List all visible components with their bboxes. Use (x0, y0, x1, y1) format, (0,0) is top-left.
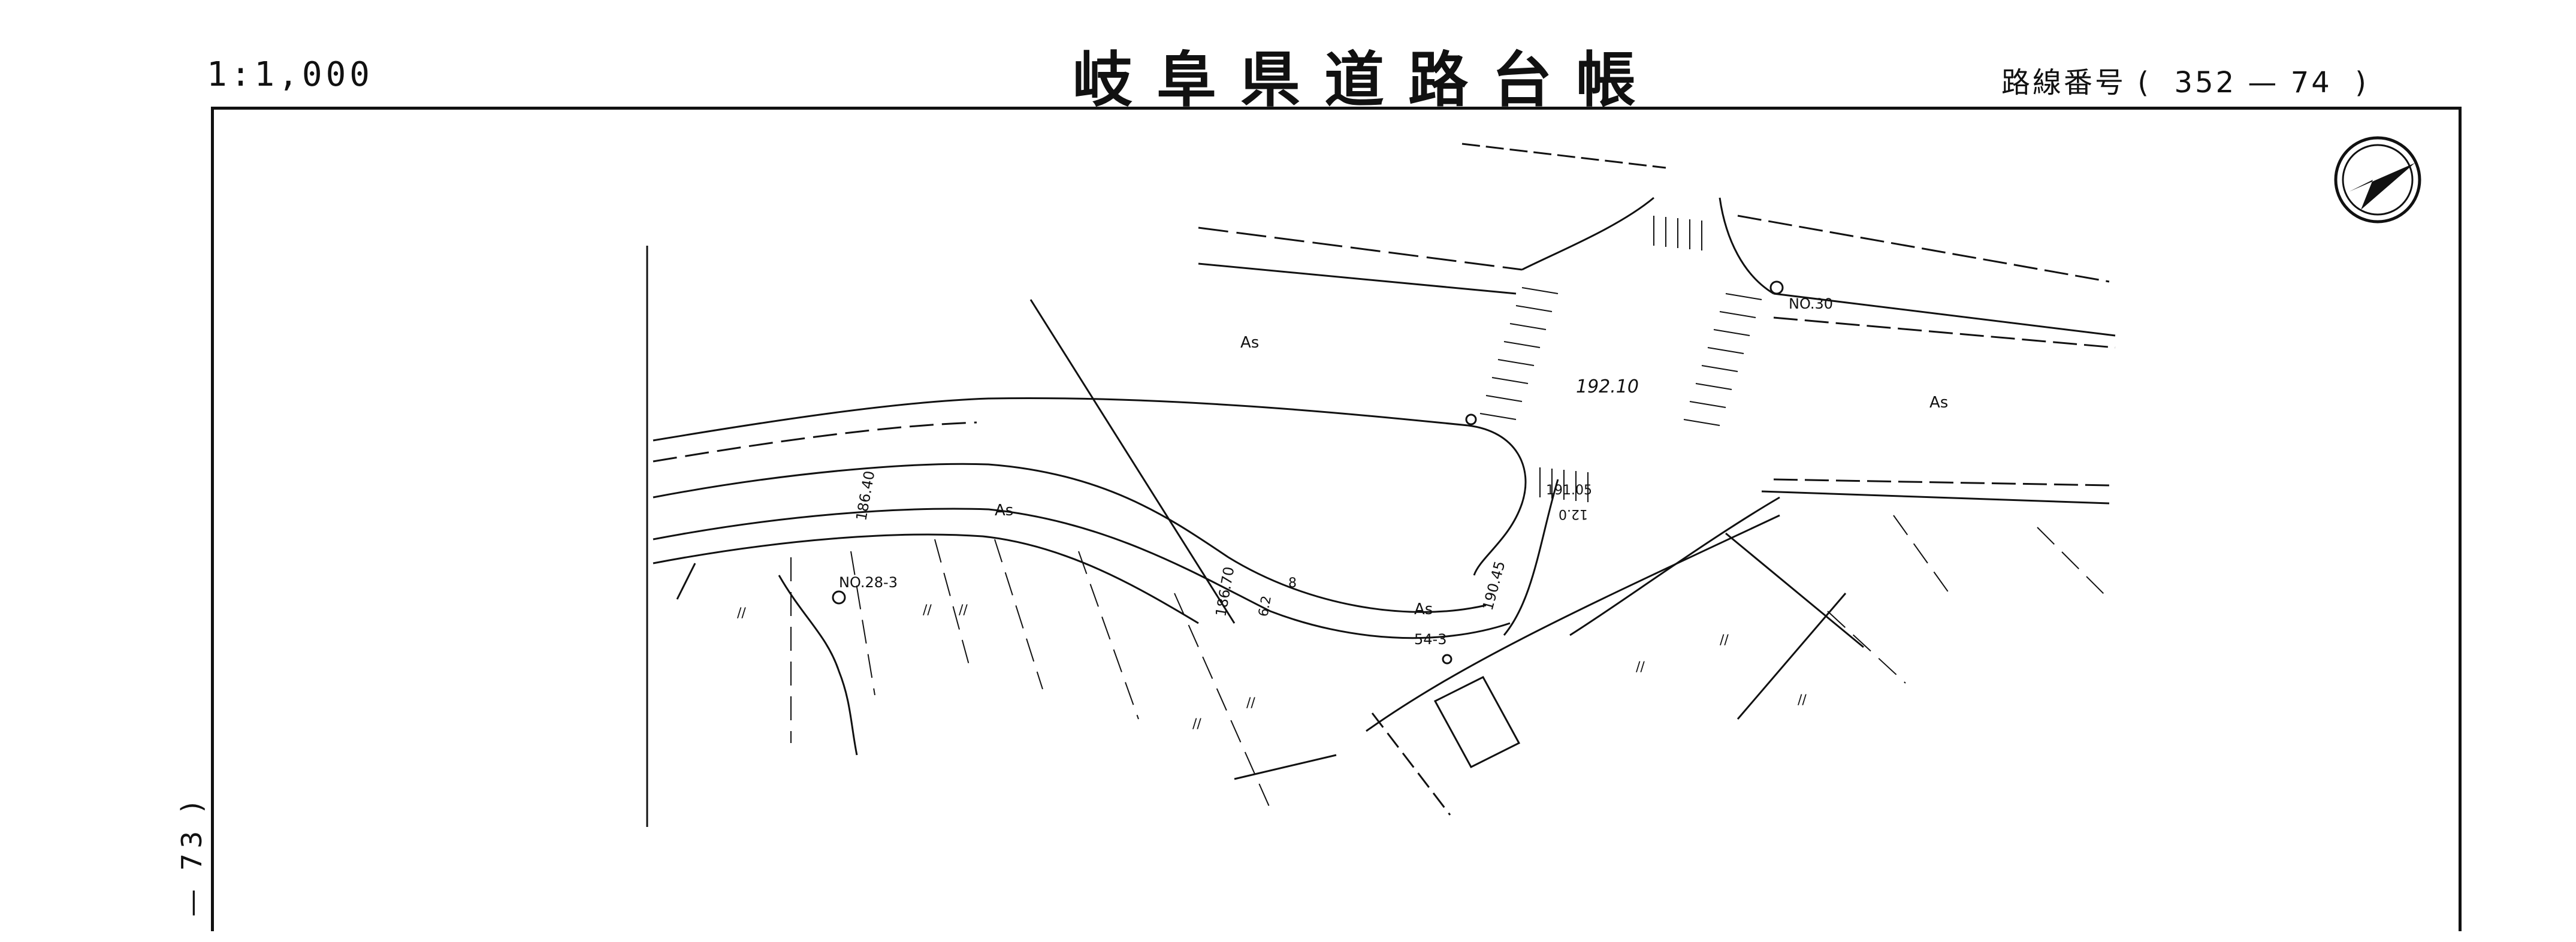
route-number-label: 路線番号 ( 352 — 74 ) (2001, 59, 2369, 101)
label-as-2: As (1929, 394, 1948, 412)
junction-curve (1467, 424, 1527, 576)
route-sheet: 74 (2290, 66, 2332, 99)
right-upper-road-2 (1773, 292, 2116, 337)
crosswalk-left (1479, 287, 1559, 420)
road-edge-upper-inner (653, 421, 977, 463)
label-width-3: 8 (1288, 576, 1297, 591)
lot-line-right-2 (1737, 593, 1847, 720)
label-station-28-3: NO.28-3 (839, 574, 898, 591)
label-as-3: As (995, 502, 1013, 520)
route-open-paren: ( (2137, 66, 2152, 99)
label-as-1: As (1240, 334, 1259, 352)
lot-line-bottom (1234, 754, 1337, 780)
label-station-30: NO.30 (1789, 295, 1833, 312)
road-edge-lower-outer (653, 533, 1199, 624)
route-number: 352 (2174, 66, 2237, 99)
right-upper-road-3 (1773, 316, 2116, 349)
label-mark-3: // (959, 603, 968, 618)
minor-road-left-2 (676, 563, 696, 600)
label-elevation-small: 191.05 (1546, 483, 1592, 498)
right-diagonal-road-2 (1366, 514, 1780, 732)
section-line (1029, 299, 1236, 624)
marker-building (1442, 654, 1452, 665)
station-marker-30 (1769, 280, 1784, 295)
upper-road-edge-1 (1198, 227, 1523, 271)
lot-line-right-1 (1725, 532, 1864, 648)
marker-junction (1465, 413, 1477, 425)
label-mark-8: // (1798, 693, 1807, 708)
label-as-4: As (1414, 600, 1433, 618)
junction-curve-2 (1503, 479, 1559, 636)
label-mark-5: // (1246, 696, 1255, 711)
label-elevation-left: 186.40 (853, 469, 878, 522)
page-title: 岐阜県道路台帳 (1073, 44, 1660, 115)
right-lower-road-1 (1761, 490, 2110, 505)
right-upper-curve (1719, 197, 1774, 295)
right-diagonal-road (1569, 496, 1780, 636)
label-mark-1: // (737, 606, 746, 621)
north-arrow-icon (2334, 136, 2421, 224)
label-elevation-right: 190.45 (1479, 559, 1509, 612)
building-outline (1433, 676, 1521, 768)
route-dash: — (2248, 66, 2279, 99)
road-centerline (653, 463, 1487, 613)
label-mark-2: // (923, 603, 932, 618)
label-mark-4: // (1192, 717, 1201, 732)
crosswalk-top (1653, 216, 1702, 250)
label-station-54-3: 54-3 (1414, 631, 1446, 648)
road-edge-lower (653, 508, 1511, 639)
right-upper-road-1 (1737, 215, 2110, 283)
route-close-paren: ) (2355, 66, 2369, 99)
label-mark-6: // (1636, 660, 1645, 675)
upper-road-edge-2 (1198, 262, 1517, 295)
route-label: 路線番号 (2001, 66, 2127, 99)
right-lower-road-2 (1773, 478, 2110, 487)
upper-road-curve (1521, 197, 1654, 271)
crosswalk-bottom (1539, 467, 1589, 502)
label-mark-7: // (1720, 633, 1729, 648)
lot-lines (790, 515, 2110, 810)
minor-road-left (778, 575, 858, 756)
label-width-1: 12.0 (1559, 506, 1588, 521)
map-scale: 1:1,000 (207, 55, 374, 94)
road-edge-upper-outer (653, 397, 1469, 442)
section-line-2 (1371, 712, 1451, 816)
label-width-2: 6.2 (1256, 594, 1275, 618)
crosswalk-right (1683, 293, 1762, 426)
label-elevation-center: 192.10 (1576, 376, 1639, 397)
station-marker-28-3 (832, 590, 846, 605)
map-frame (211, 107, 2462, 931)
top-road-edge (1461, 143, 1666, 169)
